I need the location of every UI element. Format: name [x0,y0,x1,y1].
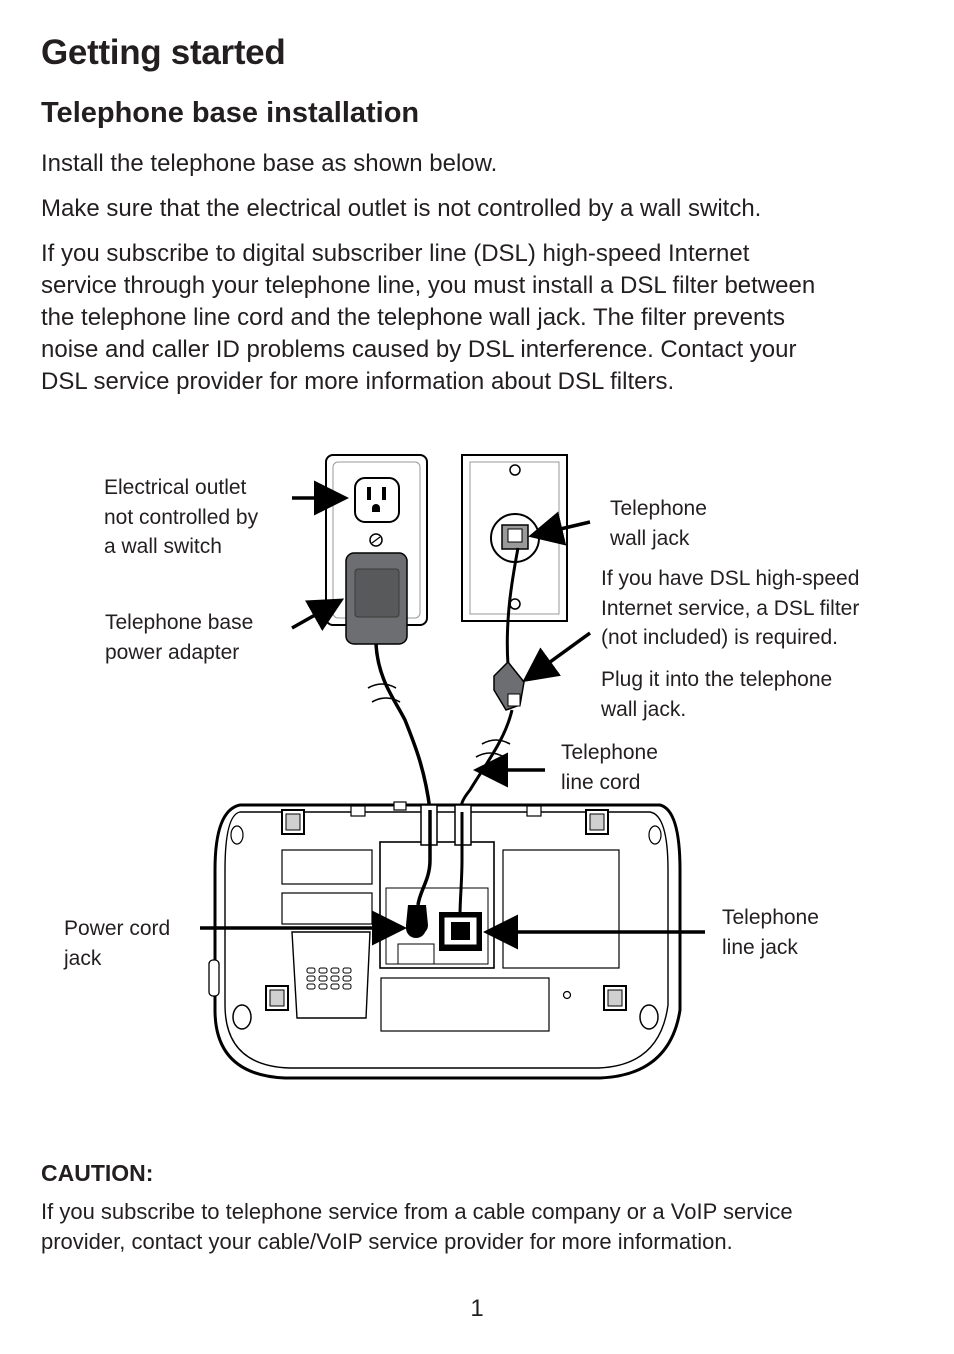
line-cord-label-line: line cord [561,770,641,794]
outlet-warning-paragraph: Make sure that the electrical outlet is … [41,195,762,222]
line-jack-label-line: Telephone [722,906,819,929]
caution-text: If you subscribe to telephone service fr… [41,1197,793,1257]
plug-instruction-label: Plug it into the telephone wall jack. [601,665,832,724]
telephone-wall-jack [461,454,568,622]
line-jack-label-line: line jack [722,935,798,959]
outlet-label-line: a wall switch [104,535,222,558]
page-number: 1 [470,1295,484,1322]
intro-paragraph: Install the telephone base as shown belo… [41,150,498,177]
dsl-filter-label-line: Internet service, a DSL filter [601,596,860,620]
power-cord-jack-label-line: Power cord [64,917,171,940]
power-cord-jack-label-line: jack [64,946,102,970]
wall-jack-label-line: Telephone [610,497,707,520]
adapter-label-line: Telephone base [105,611,254,634]
adapter-label: Telephone base power adapter [105,608,253,667]
wall-jack-label-line: wall jack [610,526,690,550]
telephone-base [208,801,682,1080]
caution-heading: CAUTION: [41,1160,154,1186]
plug-instruction-line: wall jack. [601,697,687,721]
dsl-paragraph-line: DSL service provider for more informatio… [41,368,675,395]
page-title: Getting started [41,33,286,72]
dsl-paragraph-line: If you subscribe to digital subscriber l… [41,240,750,267]
outlet-label: Electrical outlet not controlled by a wa… [104,473,258,562]
dsl-filter-label: If you have DSL high-speed Internet serv… [601,564,859,653]
pointer-arrows [200,480,705,950]
dsl-paragraph-line: the telephone line cord and the telephon… [41,304,786,331]
line-cord-label-line: Telephone [561,741,658,764]
adapter-label-line: power adapter [105,640,240,664]
power-adapter [345,552,432,811]
outlet-label-line: not controlled by [104,505,259,529]
dsl-filter-label-line: (not included) is required. [601,626,838,649]
line-cord-label: Telephone line cord [561,738,658,797]
power-cord-jack-label: Power cord jack [64,914,170,973]
caution-text-line: provider, contact your cable/VoIP servic… [41,1229,733,1254]
caution-text-line: If you subscribe to telephone service fr… [41,1199,793,1224]
dsl-paragraph-line: noise and caller ID problems caused by D… [41,336,797,363]
plug-instruction-line: Plug it into the telephone [601,668,833,691]
dsl-paragraph-line: service through your telephone line, you… [41,272,816,299]
line-jack-label: Telephone line jack [722,903,819,962]
dsl-filter-label-line: If you have DSL high-speed [601,567,860,590]
wall-jack-label: Telephone wall jack [610,494,707,553]
outlet-label-line: Electrical outlet [104,476,247,499]
section-heading: Telephone base installation [41,97,420,129]
